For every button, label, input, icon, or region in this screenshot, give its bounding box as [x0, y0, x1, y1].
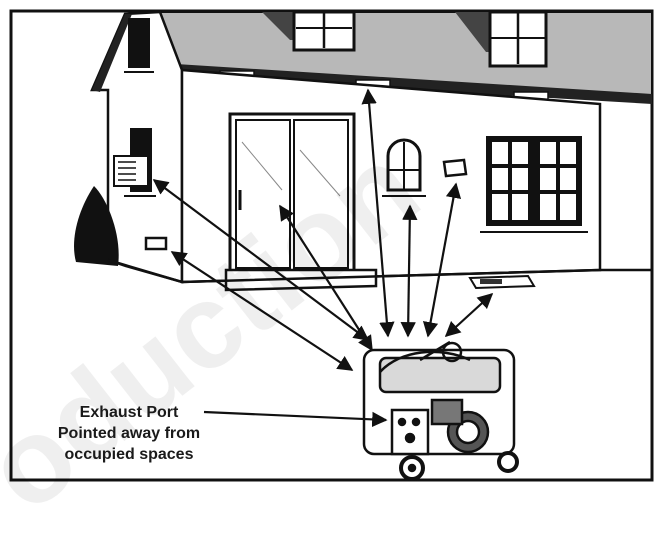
wall-vent — [146, 238, 166, 249]
arched-window — [382, 140, 426, 196]
callout-line-3: occupied spaces — [44, 444, 214, 465]
gable-window — [128, 18, 150, 68]
generator-wheel — [499, 453, 517, 471]
control-panel — [392, 410, 428, 454]
window-well-grate — [480, 279, 502, 284]
sliding-door — [230, 114, 354, 272]
house-illustration — [74, 12, 652, 290]
callout-line-2: Pointed away from — [44, 423, 214, 444]
callout-line-1: Exhaust Port — [44, 402, 214, 423]
large-window — [480, 136, 588, 232]
wall-vent — [444, 160, 466, 176]
exhaust-port-callout: Exhaust Port Pointed away from occupied … — [44, 402, 214, 465]
